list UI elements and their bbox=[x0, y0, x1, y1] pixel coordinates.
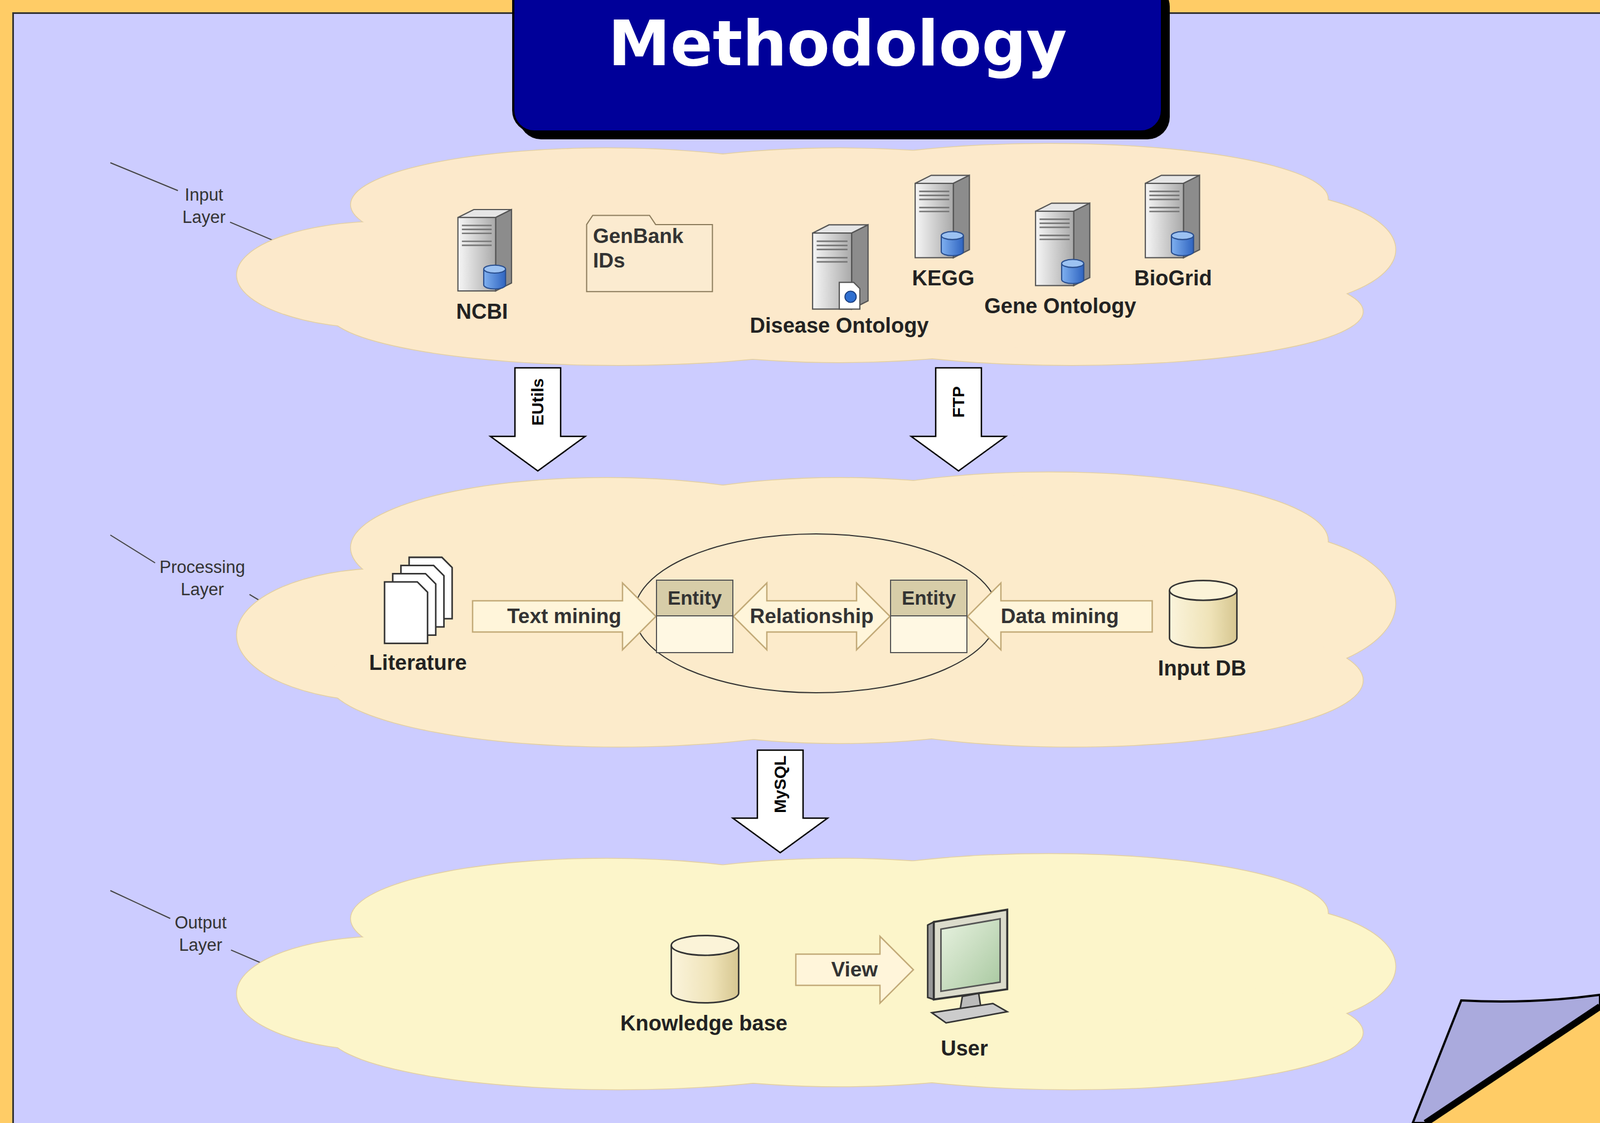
layer-label: Output Layer bbox=[174, 911, 227, 957]
node-label: Literature bbox=[368, 650, 467, 675]
title-banner: Methodology bbox=[512, 0, 1164, 133]
db-icon bbox=[1166, 578, 1240, 650]
folder: GenBank IDs bbox=[584, 212, 715, 294]
node-label: User bbox=[940, 1036, 989, 1061]
node-label: Gene Ontology bbox=[984, 294, 1136, 319]
database-server: Disease Ontology bbox=[741, 222, 937, 343]
leader-line bbox=[110, 890, 170, 919]
layer-cloud: Output LayerKnowledge baseUser bbox=[234, 852, 1398, 1093]
monitor-icon bbox=[913, 908, 1016, 1029]
node-label: Knowledge base bbox=[620, 1011, 788, 1036]
node-label: Disease Ontology bbox=[750, 313, 930, 338]
server-icon bbox=[908, 173, 975, 260]
entity-table: Entity bbox=[655, 579, 734, 654]
leader-line bbox=[249, 594, 296, 623]
block-arrow bbox=[490, 367, 586, 471]
layer-cloud: Input LayerNCBIGenBank IDsDisease Ontolo… bbox=[234, 142, 1398, 368]
block-arrow bbox=[732, 750, 828, 853]
server-icon bbox=[1028, 201, 1095, 288]
serverdoc-icon bbox=[806, 222, 873, 312]
hollow-arrow bbox=[795, 936, 914, 1004]
node-label: NCBI bbox=[456, 299, 509, 324]
arrow-label: MySQL bbox=[770, 752, 791, 815]
entity-label: Entity bbox=[667, 586, 722, 610]
arrow-label: Relationship bbox=[747, 604, 877, 629]
arrow-label: Data mining bbox=[998, 604, 1122, 629]
leader-line bbox=[110, 162, 178, 191]
arrow-label: Text mining bbox=[504, 604, 624, 629]
hollow-arrow bbox=[472, 582, 656, 650]
layer-label: Input Layer bbox=[182, 183, 226, 230]
arrow-label: View bbox=[829, 957, 881, 982]
database-server: BioGrid bbox=[1128, 173, 1218, 293]
layer-label: Processing Layer bbox=[159, 556, 245, 602]
database-server: NCBI bbox=[440, 206, 524, 329]
leader-line bbox=[110, 535, 155, 563]
docs-icon bbox=[381, 557, 457, 646]
title-text: Methodology bbox=[514, 7, 1161, 80]
leader-line bbox=[230, 222, 296, 251]
arrow-label: FTP bbox=[949, 383, 969, 421]
database-server: KEGG bbox=[902, 173, 984, 293]
database-server: Gene Ontology bbox=[975, 201, 1146, 321]
entity-table: Entity bbox=[890, 579, 968, 654]
arrow-label: EUtils bbox=[528, 376, 548, 429]
node-label: BioGrid bbox=[1134, 266, 1212, 291]
server-icon bbox=[1138, 173, 1205, 260]
node-label: KEGG bbox=[912, 266, 975, 291]
server-icon bbox=[451, 207, 516, 294]
db-icon bbox=[668, 933, 742, 1005]
user-monitor: User bbox=[913, 908, 1016, 1062]
cloud-shape bbox=[234, 852, 1398, 1093]
hollow-arrow bbox=[733, 582, 891, 650]
database-cylinder: Input DB bbox=[1152, 578, 1253, 683]
node-label: GenBank IDs bbox=[592, 224, 684, 274]
document-stack: Literature bbox=[363, 557, 473, 678]
hollow-arrow bbox=[967, 582, 1153, 650]
database-cylinder: Knowledge base bbox=[611, 933, 796, 1037]
leader-line bbox=[231, 950, 296, 979]
block-arrow bbox=[911, 367, 1006, 471]
node-label: Input DB bbox=[1158, 656, 1247, 681]
entity-label: Entity bbox=[901, 586, 956, 610]
